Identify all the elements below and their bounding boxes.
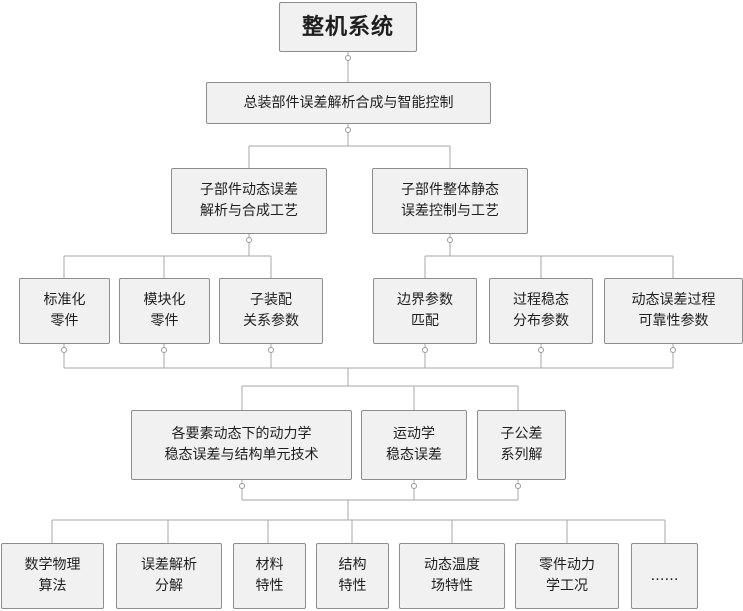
node-part-dynamics: 零件动力 学工况 (515, 543, 619, 609)
node-boundary-matching: 边界参数 匹配 (373, 278, 477, 344)
node-standardized-parts: 标准化 零件 (19, 278, 110, 344)
node-subassembly-params: 子装配 关系参数 (219, 278, 323, 344)
node-root: 整机系统 (279, 2, 417, 52)
node-error-decomposition: 误差解析 分解 (116, 543, 222, 609)
node-more: …… (631, 543, 698, 609)
node-kinematic-error: 运动学 稳态误差 (361, 410, 467, 480)
node-assembly-error-control: 总装部件误差解析合成与智能控制 (206, 82, 491, 124)
node-math-physics: 数学物理 算法 (1, 543, 104, 609)
node-process-distribution: 过程稳态 分布参数 (489, 278, 593, 344)
node-sub-tolerance: 子公差 系列解 (477, 410, 566, 480)
node-static-error-control: 子部件整体静态 误差控制与工艺 (372, 168, 528, 234)
node-dynamics-structural-tech: 各要素动态下的动力学 稳态误差与结构单元技术 (131, 410, 352, 480)
node-dynamic-error-synthesis: 子部件动态误差 解析与合成工艺 (171, 168, 327, 234)
node-modular-parts: 模块化 零件 (119, 278, 210, 344)
node-thermal-field: 动态温度 场特性 (399, 543, 505, 609)
node-reliability-params: 动态误差过程 可靠性参数 (604, 278, 743, 344)
node-structural-properties: 结构 特性 (316, 543, 389, 609)
node-material-properties: 材料 特性 (233, 543, 306, 609)
